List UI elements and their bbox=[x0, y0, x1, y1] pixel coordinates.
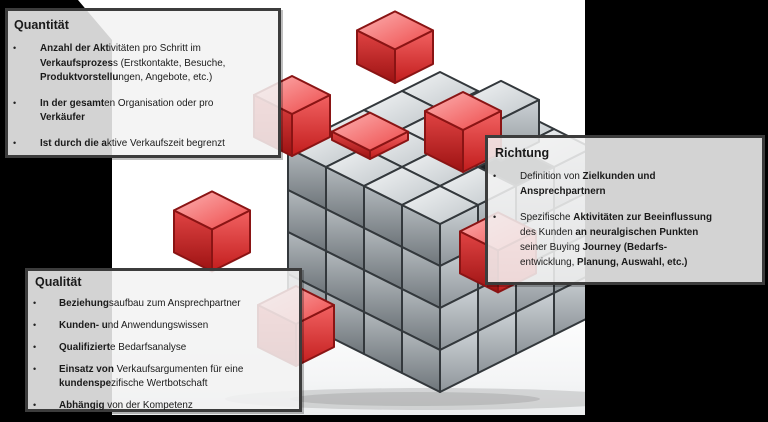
bullet-dot: • bbox=[33, 298, 37, 308]
bullet-list-qualitaet: • Beziehungsaufbau zum Ansprechpartner • Ku… bbox=[28, 296, 299, 412]
floor-shadow-core bbox=[290, 392, 540, 406]
bullet-item: • Ist durch die aktive Verkaufszeit begre… bbox=[8, 136, 278, 151]
bullet-text: Beziehungsaufbau zum Ansprechpartner bbox=[59, 297, 241, 309]
bullet-text: Qualifizierte Bedarfsanalyse bbox=[59, 341, 187, 353]
bullet-dot: • bbox=[13, 43, 17, 53]
bullet-item: • Beziehungsaufbau zum Ansprechpartner bbox=[28, 296, 299, 310]
bullet-dot: • bbox=[13, 97, 17, 108]
floor-shadow bbox=[225, 388, 585, 410]
bullet-dot: • bbox=[493, 212, 497, 222]
bullet-text: Ist durch die aktive Verkaufszeit begren… bbox=[40, 136, 225, 149]
bullet-dot: • bbox=[33, 364, 37, 374]
bullet-dot: • bbox=[33, 320, 37, 330]
bullet-item: • Qualifizierte Bedarfsanalyse bbox=[28, 340, 299, 354]
box-title-qualitaet: Qualität bbox=[35, 275, 82, 289]
bullet-text: Spezifische Aktivitäten zur Beeinflussun… bbox=[520, 211, 712, 268]
box-title-quantitaet: Quantität bbox=[14, 18, 69, 32]
bullet-dot: • bbox=[13, 137, 17, 148]
box-title-richtung: Richtung bbox=[495, 146, 550, 160]
bullet-item: • Spezifische Aktivitäten zur Beeinflussu… bbox=[488, 210, 762, 270]
note-box-qualitaet: Qualität • Beziehungsaufbau zum Ansprechp… bbox=[25, 268, 302, 412]
bullet-dot: • bbox=[33, 342, 37, 352]
bullet-item: • Einsatz von Verkaufsargumenten für eine… bbox=[28, 362, 299, 390]
bullet-item: • Abhängig von der Kompetenz bbox=[28, 398, 299, 412]
bullet-text: Abhängig von der Kompetenz bbox=[59, 399, 193, 411]
bullet-dot: • bbox=[33, 400, 37, 410]
bullet-text: Kunden- und Anwendungswissen bbox=[59, 319, 209, 331]
bullet-dot: • bbox=[493, 171, 497, 181]
note-box-quantitaet: Quantität • Anzahl der Aktivitäten pro Sc… bbox=[5, 8, 281, 158]
bullet-item: • Kunden- und Anwendungswissen bbox=[28, 318, 299, 332]
